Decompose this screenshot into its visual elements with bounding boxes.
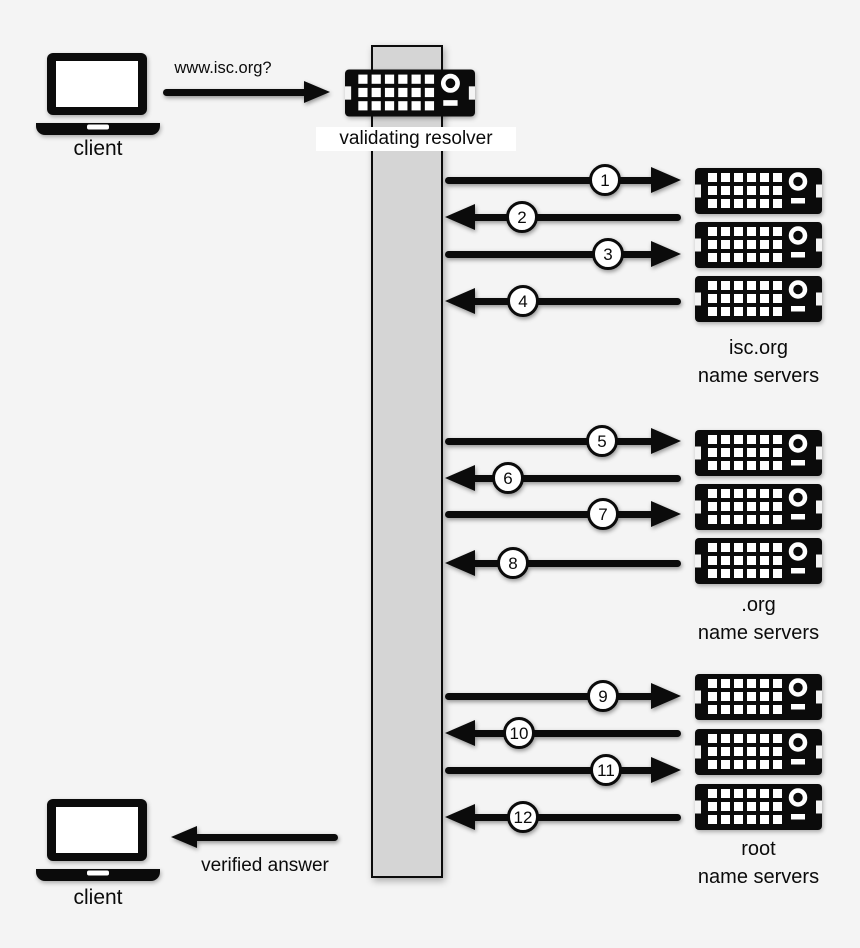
arrowhead-right-icon <box>651 757 681 783</box>
arrowhead-right-icon <box>651 167 681 193</box>
message-arrow-4: 4 <box>445 285 681 317</box>
message-arrow-2: 2 <box>445 201 681 233</box>
server-icon <box>695 430 822 476</box>
answer-label: verified answer <box>201 855 329 876</box>
server-icon <box>695 729 822 775</box>
message-arrow-8: 8 <box>445 547 681 579</box>
message-number-12: 12 <box>507 801 539 833</box>
server-group-label-root: root name servers <box>660 835 857 891</box>
server-icon <box>695 222 822 268</box>
message-arrow-7: 7 <box>445 498 681 530</box>
client-label: client <box>73 137 123 160</box>
message-arrow-6: 6 <box>445 462 681 494</box>
server-icon <box>695 784 822 830</box>
arrow-shaft <box>193 833 338 841</box>
message-arrow-5: 5 <box>445 425 681 457</box>
message-number-3: 3 <box>592 238 624 270</box>
server-icon <box>695 538 822 584</box>
arrowhead-left-icon <box>445 550 475 576</box>
group-label-line2: name servers <box>697 866 820 888</box>
server-icon <box>695 484 822 530</box>
message-number-2: 2 <box>506 201 538 233</box>
arrowhead-right-icon <box>651 501 681 527</box>
message-number-7: 7 <box>587 498 619 530</box>
arrow-shaft <box>163 88 308 96</box>
server-icon <box>695 276 822 322</box>
message-number-1: 1 <box>589 164 621 196</box>
group-label-line1: isc.org <box>729 337 788 359</box>
message-number-9: 9 <box>587 680 619 712</box>
arrowhead-left-icon <box>445 204 475 230</box>
server-icon <box>695 168 822 214</box>
arrowhead-left-icon <box>445 720 475 746</box>
arrowhead-right-icon <box>651 241 681 267</box>
arrowhead-left-icon <box>171 826 197 848</box>
answer-arrow <box>171 824 338 850</box>
client-label: client <box>73 886 123 909</box>
server-icon <box>695 674 822 720</box>
group-label-line1: root <box>741 838 776 860</box>
message-number-6: 6 <box>492 462 524 494</box>
message-number-5: 5 <box>586 425 618 457</box>
message-number-4: 4 <box>507 285 539 317</box>
arrowhead-left-icon <box>445 465 475 491</box>
group-label-line1: .org <box>741 594 776 616</box>
message-arrow-12: 12 <box>445 801 681 833</box>
query-arrow <box>163 79 330 105</box>
server-group-label-iscorg: isc.org name servers <box>660 334 857 390</box>
resolver-label: validating resolver <box>316 127 516 151</box>
arrowhead-right-icon <box>651 683 681 709</box>
message-arrow-1: 1 <box>445 164 681 196</box>
message-number-10: 10 <box>503 717 535 749</box>
arrowhead-right-icon <box>304 81 330 103</box>
message-arrow-9: 9 <box>445 680 681 712</box>
message-arrow-3: 3 <box>445 238 681 270</box>
message-number-8: 8 <box>497 547 529 579</box>
group-label-line2: name servers <box>697 365 820 387</box>
arrowhead-left-icon <box>445 288 475 314</box>
message-number-11: 11 <box>590 754 622 786</box>
server-group-label-org: .org name servers <box>660 591 857 647</box>
arrowhead-left-icon <box>445 804 475 830</box>
arrowhead-right-icon <box>651 428 681 454</box>
query-label: www.isc.org? <box>174 59 272 77</box>
server-icon <box>345 68 475 118</box>
group-label-line2: name servers <box>697 622 820 644</box>
message-arrow-10: 10 <box>445 717 681 749</box>
laptop-icon <box>36 799 160 881</box>
resolver-timeline-bar <box>371 45 443 878</box>
message-arrow-11: 11 <box>445 754 681 786</box>
